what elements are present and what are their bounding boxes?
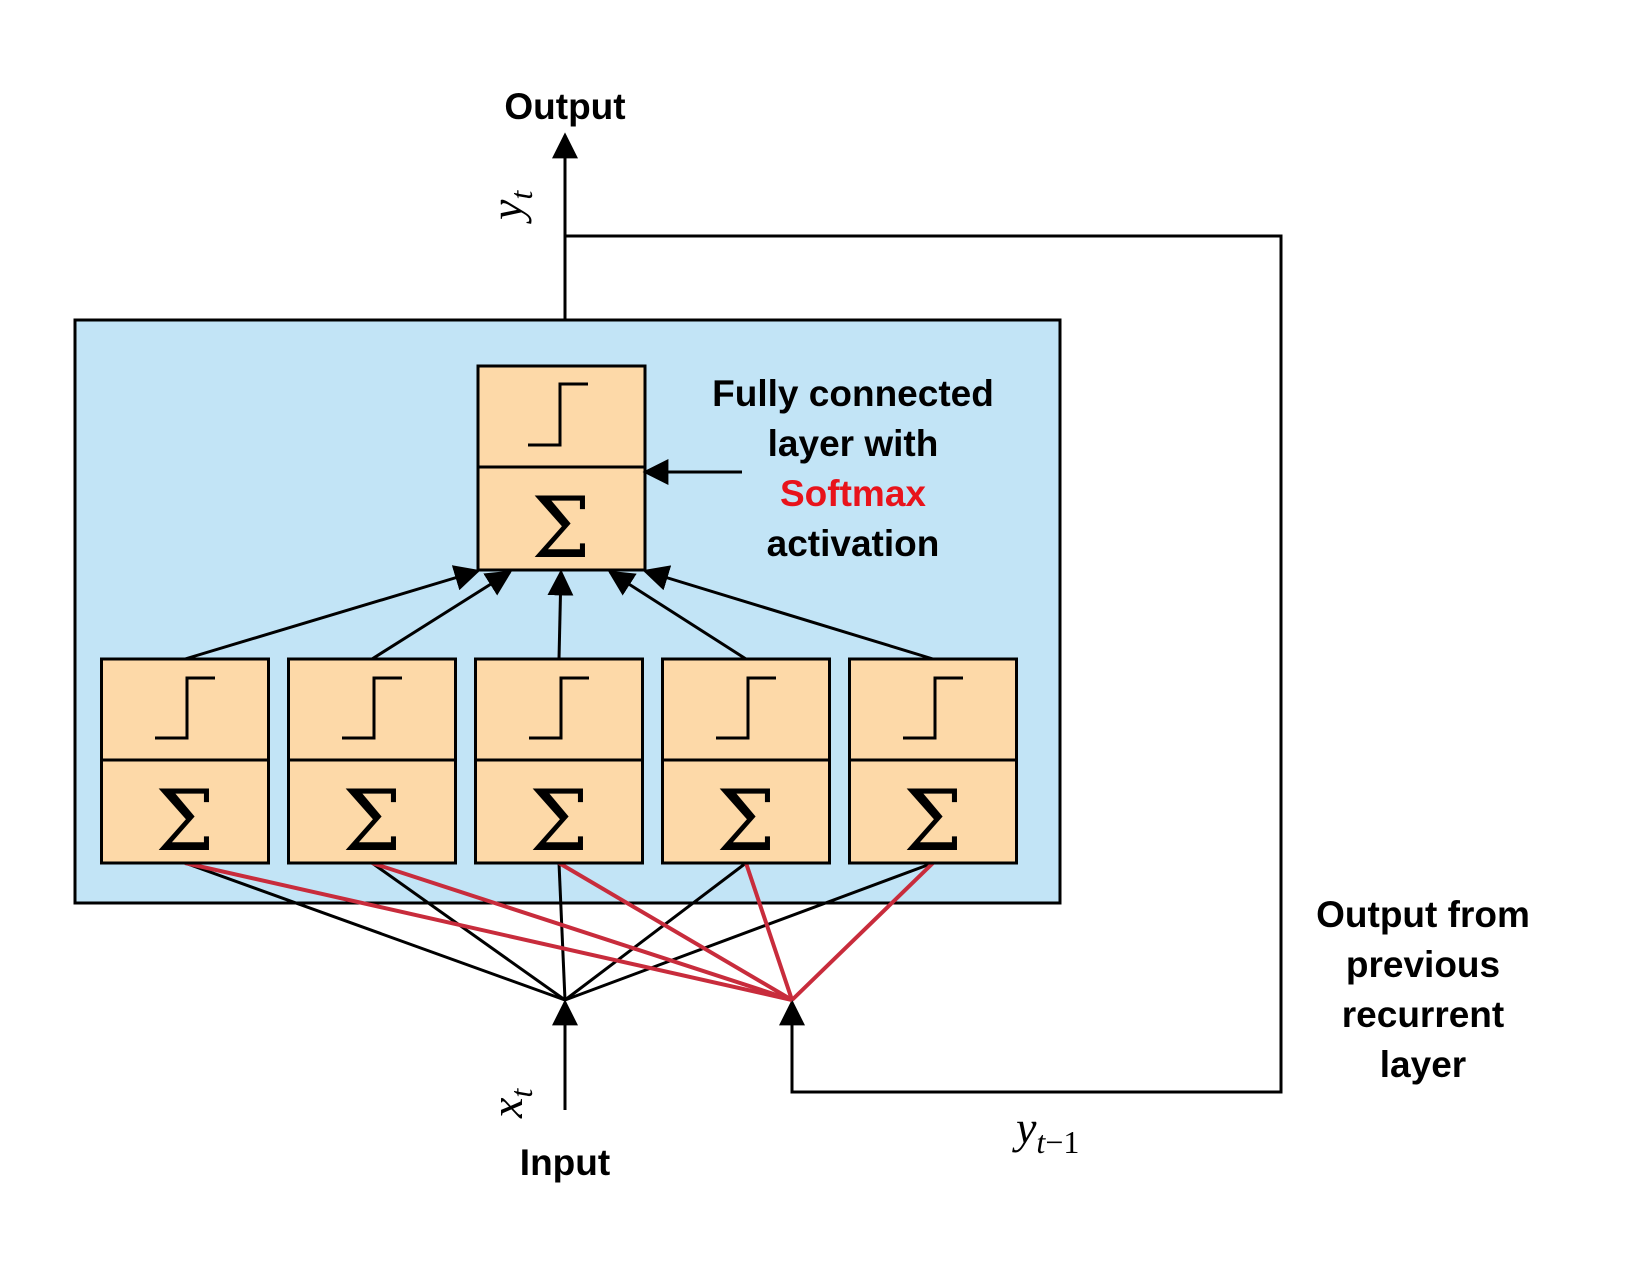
summation-box [661,758,831,865]
previous-layer-caption: Output from previous recurrent layer [1316,894,1530,1085]
recurrent-weight-line [371,861,793,1002]
recurrent-connections [184,861,935,1002]
step-function-icon [528,382,588,447]
y-t-minus-1-label: yt−1 [1012,1102,1079,1160]
hidden-neuron: Σ [100,657,270,870]
feedback-loop-line [565,234,1283,1094]
sigma-icon: Σ [342,772,401,870]
input-connections [184,861,934,1002]
input-weight-line [564,861,747,1002]
summation-box [848,758,1018,865]
hidden-to-output-arrow [547,569,574,660]
prev-caption-line-4: layer [1380,1044,1466,1085]
input-weight-line [564,861,934,1002]
step-function-icon [716,676,776,740]
hidden-neuron: Σ [661,657,831,870]
recurrent-weight-line [557,861,794,1002]
step-function-icon [155,676,215,740]
hidden-neuron: Σ [474,657,644,870]
fc-caption-line-1: Fully connected [712,373,994,414]
step-function-icon [903,676,963,740]
fc-caption-line-2: layer with [768,423,939,464]
fc-layer-caption: Fully connected layer with Softmax activ… [712,373,994,564]
prev-caption-line-2: previous [1346,944,1500,985]
input-weight-line [184,861,566,1002]
x-t-label: xt [481,1088,539,1119]
hidden-neuron: Σ [287,657,457,870]
activation-box [661,657,831,762]
sigma-icon: Σ [903,772,962,870]
activation-box [287,657,457,762]
input-weight-line [557,862,567,1001]
fc-caption-softmax: Softmax [780,473,926,514]
hidden-to-output-connections [184,565,934,661]
input-weight-line [371,861,566,1002]
summation-box [287,758,457,865]
sigma-icon: Σ [531,479,590,577]
prev-caption-line-1: Output from [1316,894,1530,935]
hidden-to-output-arrow [371,570,513,661]
recurrent-weight-line [790,861,935,1002]
activation-box [100,657,270,762]
activation-box [474,657,644,762]
recurrent-weight-line [744,862,794,1001]
input-label: Input [520,1142,610,1183]
prev-caption-line-3: recurrent [1342,994,1504,1035]
fc-caption-line-4: activation [767,523,940,564]
sigma-icon: Σ [529,772,588,870]
summation-box [100,758,270,865]
hidden-to-output-arrow [184,565,481,661]
hidden-to-output-arrow [642,565,934,661]
output-neuron: Σ [476,364,647,577]
sigma-icon: Σ [716,772,775,870]
step-function-icon [342,676,402,740]
hidden-neuron: Σ [848,657,1018,870]
activation-box [848,657,1018,762]
step-function-icon [529,676,589,740]
y-t-label: yt [481,190,539,224]
recurrent-weight-line [184,861,793,1002]
output-label: Output [504,86,625,127]
sigma-icon: Σ [155,772,214,870]
hidden-to-output-arrow [607,570,747,661]
summation-box [476,465,647,572]
summation-box [474,758,644,865]
